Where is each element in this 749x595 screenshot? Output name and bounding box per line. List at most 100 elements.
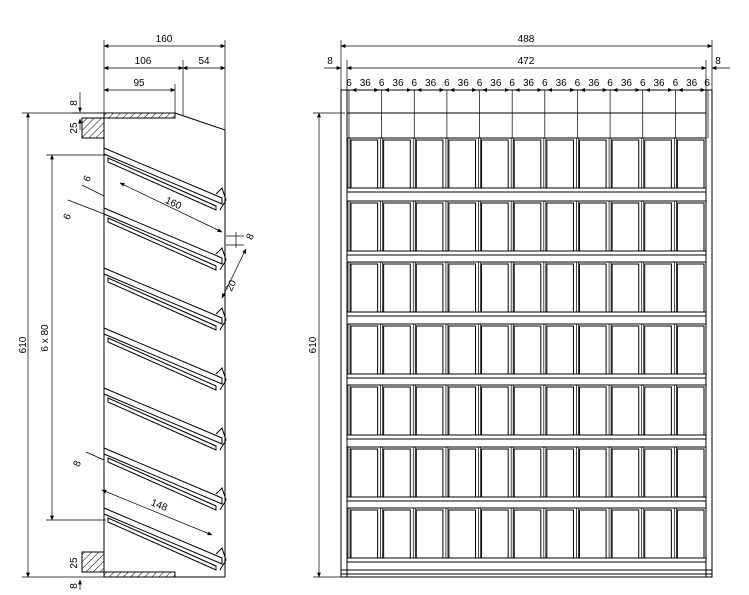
label-divider-width: 6: [704, 78, 710, 89]
label-front-side-left: 8: [327, 56, 333, 67]
label-compartment-width: 36: [588, 78, 600, 89]
compartment: [415, 386, 444, 436]
label-front-height: 610: [308, 336, 319, 353]
compartment: [578, 448, 607, 498]
dim-shelf-lip: 6: [82, 174, 105, 197]
compartment: [448, 386, 477, 436]
compartment: [481, 325, 509, 375]
dim-bottom-block: 25: [69, 557, 80, 569]
compartment: [415, 202, 444, 252]
label-bottom-block: 25: [69, 557, 80, 569]
compartment: [383, 263, 411, 313]
compartment: [383, 386, 411, 436]
compartment: [350, 139, 379, 189]
compartment: [383, 448, 411, 498]
compartment: [546, 202, 574, 252]
compartment: [546, 386, 574, 436]
compartment: [546, 325, 574, 375]
compartment: [481, 263, 509, 313]
compartment: [611, 509, 640, 559]
label-top-thickness: 8: [69, 100, 80, 106]
compartment: [350, 448, 379, 498]
compartment: [383, 325, 411, 375]
label-compartment-width: 36: [425, 78, 437, 89]
compartment: [546, 139, 574, 189]
compartment: [644, 263, 672, 313]
dim-overall-width: 160: [103, 34, 226, 130]
label-shelf-depth: 20: [224, 278, 239, 293]
compartment: [448, 509, 477, 559]
compartment: [578, 139, 607, 189]
compartment: [644, 448, 672, 498]
label-shelf-spacing: 6 x 80: [40, 324, 51, 352]
compartment: [676, 325, 705, 375]
compartment: [415, 139, 444, 189]
shelf-3: [103, 267, 227, 331]
compartment: [546, 448, 574, 498]
label-divider-width: 6: [509, 78, 515, 89]
compartment: [546, 263, 574, 313]
compartment: [611, 386, 640, 436]
compartment: [448, 202, 477, 252]
dim-top-overhang: 54: [182, 56, 226, 70]
shelf-7: [103, 507, 227, 571]
label-compartment-width: 36: [556, 78, 568, 89]
compartment: [513, 386, 542, 436]
dim-front-height: 610: [308, 112, 345, 578]
dim-shelf-front: 6: [62, 199, 105, 222]
label-top-overhang: 54: [198, 56, 210, 67]
compartment: [415, 448, 444, 498]
bottom-block-hatched: [81, 551, 105, 573]
label-divider-width: 6: [607, 78, 613, 89]
compartment: [578, 509, 607, 559]
compartment: [481, 139, 509, 189]
label-front-inner-width: 472: [518, 56, 535, 67]
bottom-board-hatched: [103, 571, 176, 578]
compartment: [350, 386, 379, 436]
compartment: [415, 325, 444, 375]
compartment: [578, 325, 607, 375]
compartment: [611, 325, 640, 375]
label-divider-width: 6: [477, 78, 483, 89]
compartment: [611, 202, 640, 252]
compartment: [578, 202, 607, 252]
label-side-height: 610: [18, 336, 29, 353]
compartment: [513, 263, 542, 313]
label-front-overall-width: 488: [518, 34, 535, 45]
compartment: [676, 509, 705, 559]
compartment: [513, 139, 542, 189]
compartment: [676, 448, 705, 498]
compartment: [676, 386, 705, 436]
compartment: [644, 509, 672, 559]
label-divider-width: 6: [575, 78, 581, 89]
compartment: [448, 263, 477, 313]
dim-shelf-depth: 20: [221, 248, 247, 299]
compartment: [578, 386, 607, 436]
compartment: [644, 386, 672, 436]
label-shelf-lip: 6: [82, 174, 95, 184]
compartment: [350, 263, 379, 313]
label-divider-width: 6: [640, 78, 646, 89]
shelf-5: [103, 387, 227, 451]
label-compartment-width: 36: [360, 78, 372, 89]
compartment: [448, 448, 477, 498]
compartment: [383, 509, 411, 559]
compartment: [513, 202, 542, 252]
compartment: [611, 448, 640, 498]
compartment: [448, 325, 477, 375]
label-compartment-width: 36: [621, 78, 633, 89]
compartment: [513, 509, 542, 559]
dim-top-board: 95: [103, 78, 176, 114]
compartment: [481, 448, 509, 498]
dim-shelf-spacing: 6 x 80: [40, 154, 106, 521]
compartment: [481, 202, 509, 252]
label-front-side-right: 8: [715, 56, 721, 67]
label-top-depth: 106: [135, 56, 152, 67]
label-compartment-width: 36: [686, 78, 698, 89]
label-divider-width: 6: [444, 78, 450, 89]
top-board-hatched: [103, 112, 176, 119]
